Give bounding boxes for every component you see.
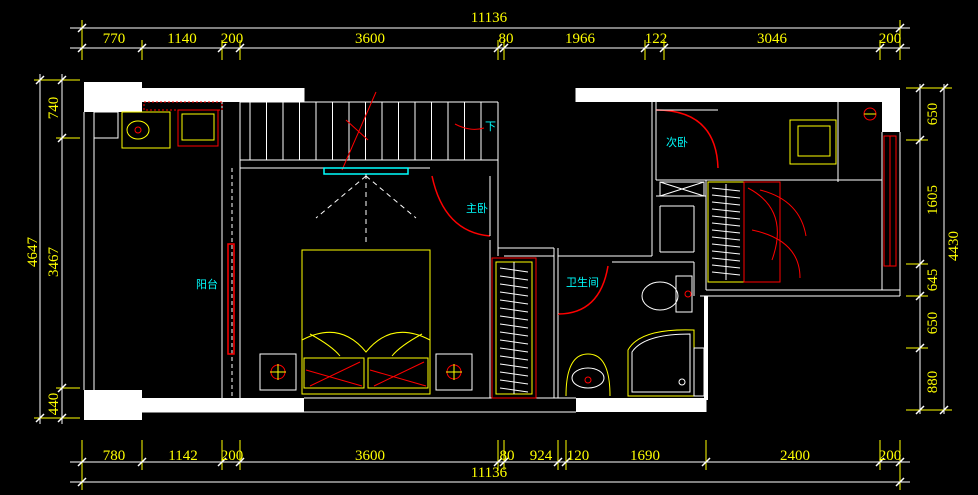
- hanger: [711, 208, 741, 213]
- hanger: [499, 291, 529, 297]
- hanger: [711, 271, 741, 276]
- bottom-dim-2400: 2400: [780, 448, 810, 464]
- armchair: [789, 119, 837, 165]
- left-dimension-chain: [34, 74, 80, 424]
- wash-basin: [565, 353, 611, 397]
- bottom-dim-200b: 200: [879, 448, 902, 464]
- top-dim-80: 80: [499, 31, 514, 47]
- bottom-total-dimension: 11136: [471, 465, 508, 481]
- bathroom-shelf: [693, 347, 705, 397]
- left-dim-740: 740: [46, 97, 62, 120]
- hanger: [711, 243, 741, 248]
- hanger: [711, 250, 741, 255]
- bottom-dim-924: 924: [530, 448, 553, 464]
- hanger: [711, 229, 741, 234]
- hanger: [499, 283, 529, 289]
- right-dim-650a: 650: [925, 103, 941, 126]
- second-bedroom-label: 次卧: [666, 135, 688, 149]
- hanger: [499, 355, 529, 361]
- bathroom-label: 卫生间: [566, 275, 599, 289]
- top-dim-122: 122: [645, 31, 668, 47]
- top-dim-770: 770: [103, 31, 126, 47]
- nightstand-right: [435, 353, 473, 391]
- bathroom-door: [557, 258, 609, 315]
- hanger: [499, 275, 529, 281]
- corner-lamp: [863, 107, 877, 121]
- wall-outlines: [83, 88, 901, 413]
- master-bedroom-ac: [315, 167, 417, 244]
- top-dimension-chain: [70, 20, 910, 60]
- master-bedroom-label: 主卧: [466, 202, 488, 215]
- hanger: [711, 201, 741, 206]
- hanger: [711, 194, 741, 199]
- double-bed: [301, 249, 431, 395]
- hanger: [711, 215, 741, 220]
- hanger: [499, 299, 529, 305]
- top-dim-1966: 1966: [565, 31, 596, 47]
- left-dim-3467: 3467: [46, 247, 62, 278]
- hanger: [499, 331, 529, 337]
- top-dim-3600: 3600: [355, 31, 385, 47]
- right-dim-650b: 650: [925, 312, 941, 335]
- master-bedroom-door: [431, 175, 491, 237]
- hanger: [499, 267, 529, 273]
- right-dim-880: 880: [925, 371, 941, 394]
- bottom-dim-1690: 1690: [630, 448, 660, 464]
- hanger: [499, 379, 529, 385]
- balcony-area: [93, 111, 235, 398]
- bottom-segment-labels: 780 1142 200 3600 80 924 120 1690 2400 2…: [103, 448, 902, 464]
- bottom-dim-3600: 3600: [355, 448, 385, 464]
- bottom-dim-1142: 1142: [168, 448, 197, 464]
- hanger: [499, 363, 529, 369]
- hanger: [499, 323, 529, 329]
- hanger: [711, 264, 741, 269]
- bottom-dim-120: 120: [567, 448, 590, 464]
- hanger: [711, 187, 741, 192]
- left-total-dimension: 4647: [25, 237, 41, 268]
- bottom-dim-80: 80: [500, 448, 515, 464]
- second-wardrobe: [707, 181, 807, 283]
- right-dim-645: 645: [925, 269, 941, 292]
- top-dim-200a: 200: [221, 31, 244, 47]
- nightstand-left: [259, 353, 297, 391]
- bottom-dimension-chain: [70, 440, 910, 490]
- top-segment-labels: 770 1140 200 3600 80 1966 122 3046 200: [103, 31, 902, 47]
- exterior-walls: [84, 82, 900, 420]
- hanger: [711, 257, 741, 262]
- left-dim-440: 440: [46, 393, 62, 416]
- right-total-dimension: 4430: [946, 231, 962, 261]
- bottom-dim-200a: 200: [221, 448, 244, 464]
- master-wardrobe: [491, 257, 537, 399]
- window-right: [883, 135, 897, 267]
- hanger: [499, 387, 529, 393]
- top-total-dimension: 11136: [471, 10, 508, 26]
- top-dim-200b: 200: [879, 31, 902, 47]
- hanger: [711, 236, 741, 241]
- hanger: [499, 315, 529, 321]
- hanger: [499, 339, 529, 345]
- hanger: [499, 371, 529, 377]
- left-dimension-labels: 4647 740 3467 440: [25, 97, 62, 416]
- stair-down-label: 下: [485, 120, 496, 133]
- right-dim-1605: 1605: [925, 185, 941, 215]
- small-cabinet: [659, 181, 705, 197]
- right-dimension-labels: 650 1605 645 650 880 4430: [925, 103, 962, 394]
- bottom-dim-780: 780: [103, 448, 126, 464]
- toilet: [641, 275, 693, 313]
- shower: [627, 329, 695, 397]
- balcony-label: 阳台: [196, 277, 218, 291]
- top-dim-3046: 3046: [757, 31, 788, 47]
- utility-fixtures: [121, 101, 223, 149]
- right-dimension-chain: [906, 83, 952, 415]
- top-dim-1140: 1140: [167, 31, 196, 47]
- hanger: [711, 222, 741, 227]
- staircase: [240, 91, 498, 171]
- hanger: [499, 347, 529, 353]
- hanger: [499, 307, 529, 313]
- second-bedroom-door: [655, 109, 719, 169]
